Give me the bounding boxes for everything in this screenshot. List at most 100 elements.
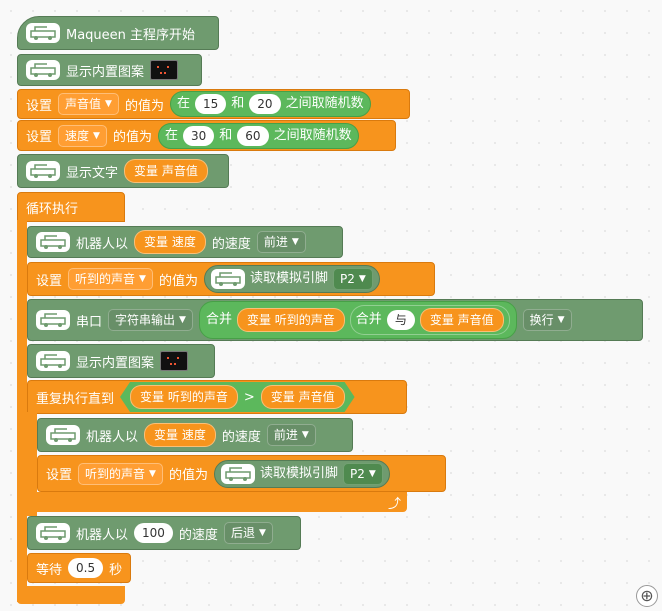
set-sound-block[interactable]: 设置 声音值▼ 的值为 在 15 和 20 之间取随机数 [17,89,410,119]
read-analog-pin-block[interactable]: 读取模拟引脚 P2▼ [213,459,390,488]
sound-variable-reporter[interactable]: 变量 声音值 [419,308,504,332]
random-high-input[interactable]: 60 [237,125,269,146]
value-of-label: 的值为 [168,468,208,483]
join-string-input[interactable]: 与 [386,310,415,330]
random-block[interactable]: 在 30 和 60 之间取随机数 [157,122,359,149]
between-label: 在 [164,127,178,143]
move-label: 机器人以 [86,429,139,445]
random-block[interactable]: 在 15 和 20 之间取随机数 [169,91,371,117]
chevron-down-icon: ▼ [149,468,156,479]
heard-variable-reporter[interactable]: 变量 听到的声音 [130,385,238,409]
and-label: 和 [219,127,233,143]
greater-than-block[interactable]: 变量 听到的声音 > 变量 声音值 [120,382,355,412]
move-forward-block[interactable]: 机器人以 变量 速度 的速度 前进▼ [27,226,343,258]
maqueen-robot-icon [210,269,245,289]
maqueen-robot-icon [36,523,70,543]
forever-loop-arm [17,220,27,602]
set-speed-block[interactable]: 设置 速度▼ 的值为 在 30 和 60 之间取随机数 [17,120,396,151]
newline-dropdown[interactable]: 换行▼ [522,309,572,331]
show-icon-label: 显示内置图案 [66,64,145,80]
random-high-input[interactable]: 20 [249,94,281,114]
show-text-block[interactable]: 显示文字 变量 声音值 [17,154,229,188]
show-icon-label: 显示内置图案 [76,355,155,371]
speed-variable-reporter[interactable]: 变量 速度 [134,230,206,254]
set-label: 设置 [46,468,73,483]
read-analog-pin-block[interactable]: 读取模拟引脚 P2▼ [203,265,380,293]
set-heard-block[interactable]: 设置 听到的声音▼ 的值为 读取模拟引脚 P2▼ [27,262,435,296]
variable-dropdown[interactable]: 听到的声音▼ [78,462,163,485]
maqueen-robot-icon [36,351,70,371]
value-of-label: 的值为 [124,98,164,114]
direction-dropdown[interactable]: 前进▼ [256,231,306,253]
show-icon-block[interactable]: 显示内置图案 [27,344,215,378]
maqueen-robot-icon [220,463,255,484]
speed-label: 的速度 [178,527,218,543]
sound-variable-reporter[interactable]: 变量 声音值 [261,385,345,409]
speed-variable-reporter[interactable]: 变量 速度 [144,423,216,447]
move-label: 机器人以 [76,527,129,543]
forever-loop-block[interactable]: 循环执行 [17,192,125,222]
set-label: 设置 [26,130,53,145]
variable-dropdown[interactable]: 声音值▼ [58,93,119,115]
variable-dropdown[interactable]: 速度▼ [58,124,107,147]
read-pin-label: 读取模拟引脚 [259,465,338,481]
show-text-label: 显示文字 [66,165,119,181]
variable-dropdown[interactable]: 听到的声音▼ [68,268,153,290]
move-label: 机器人以 [76,236,129,252]
set-heard-block[interactable]: 设置 听到的声音▼ 的值为 读取模拟引脚 P2▼ [37,455,446,492]
random-label: 之间取随机数 [285,96,364,111]
random-low-input[interactable]: 30 [182,125,215,146]
loop-arrow-icon: ⤴ [387,497,401,512]
chevron-down-icon: ▼ [93,130,100,141]
join-label: 合并 [355,312,382,327]
join-block[interactable]: 合并 变量 听到的声音 合并 与 变量 声音值 [198,301,517,339]
heard-variable-reporter[interactable]: 变量 听到的声音 [236,308,345,332]
join-label: 合并 [205,312,232,327]
random-low-input[interactable]: 15 [194,94,227,114]
show-icon-block[interactable]: 显示内置图案 [17,54,202,86]
chevron-down-icon: ▼ [358,274,366,284]
move-forward-block[interactable]: 机器人以 变量 速度 的速度 前进▼ [37,418,353,452]
operator-label: > [243,389,255,405]
maqueen-robot-icon [36,232,70,252]
speed-label: 的速度 [221,429,261,445]
between-label: 在 [176,96,190,111]
direction-dropdown[interactable]: 前进▼ [266,424,316,446]
set-label: 设置 [36,273,63,289]
repeat-until-block[interactable]: 重复执行直到 变量 听到的声音 > 变量 声音值 [27,380,407,414]
pin-dropdown[interactable]: P2▼ [342,462,383,485]
wait-label: 等待 [36,562,63,578]
chevron-down-icon: ▼ [139,274,146,284]
repeat-loop-arm [27,412,37,516]
main-start-block[interactable]: Maqueen 主程序开始 [17,16,219,50]
move-backward-block[interactable]: 机器人以 100 的速度 后退▼ [27,516,301,550]
and-label: 和 [231,96,245,111]
set-label: 设置 [26,98,53,114]
var-name: 听到的声音 [75,272,136,286]
serial-mode-dropdown[interactable]: 字符串输出▼ [108,309,193,331]
repeat-until-label: 重复执行直到 [36,391,115,407]
read-pin-label: 读取模拟引脚 [249,271,328,286]
pin-value: P2 [339,272,355,286]
wait-block[interactable]: 等待 0.5 秒 [27,553,131,583]
value-of-label: 的值为 [112,130,152,145]
chevron-down-icon: ▼ [258,528,266,538]
speed-input[interactable]: 100 [134,523,173,543]
maqueen-robot-icon [46,425,80,445]
wait-seconds-input[interactable]: 0.5 [68,558,104,578]
serial-label: 串口 [76,314,103,330]
maqueen-robot-icon [26,23,60,43]
inner-join-block[interactable]: 合并 与 变量 声音值 [349,305,510,335]
led-matrix-icon[interactable] [150,60,179,80]
pin-value: P2 [349,466,365,481]
maqueen-robot-icon [26,60,60,80]
direction-dropdown[interactable]: 后退▼ [223,522,273,544]
newline-value: 换行 [529,313,554,327]
led-matrix-icon[interactable] [160,351,189,371]
pin-dropdown[interactable]: P2▼ [332,268,373,290]
direction-value: 前进 [273,428,298,442]
maqueen-robot-icon [36,310,70,330]
variable-reporter[interactable]: 变量 声音值 [124,159,208,183]
zoom-in-icon[interactable]: ⊕ [636,585,658,607]
serial-output-block[interactable]: 串口 字符串输出▼ 合并 变量 听到的声音 合并 与 变量 声音值 换行▼ [27,299,643,341]
